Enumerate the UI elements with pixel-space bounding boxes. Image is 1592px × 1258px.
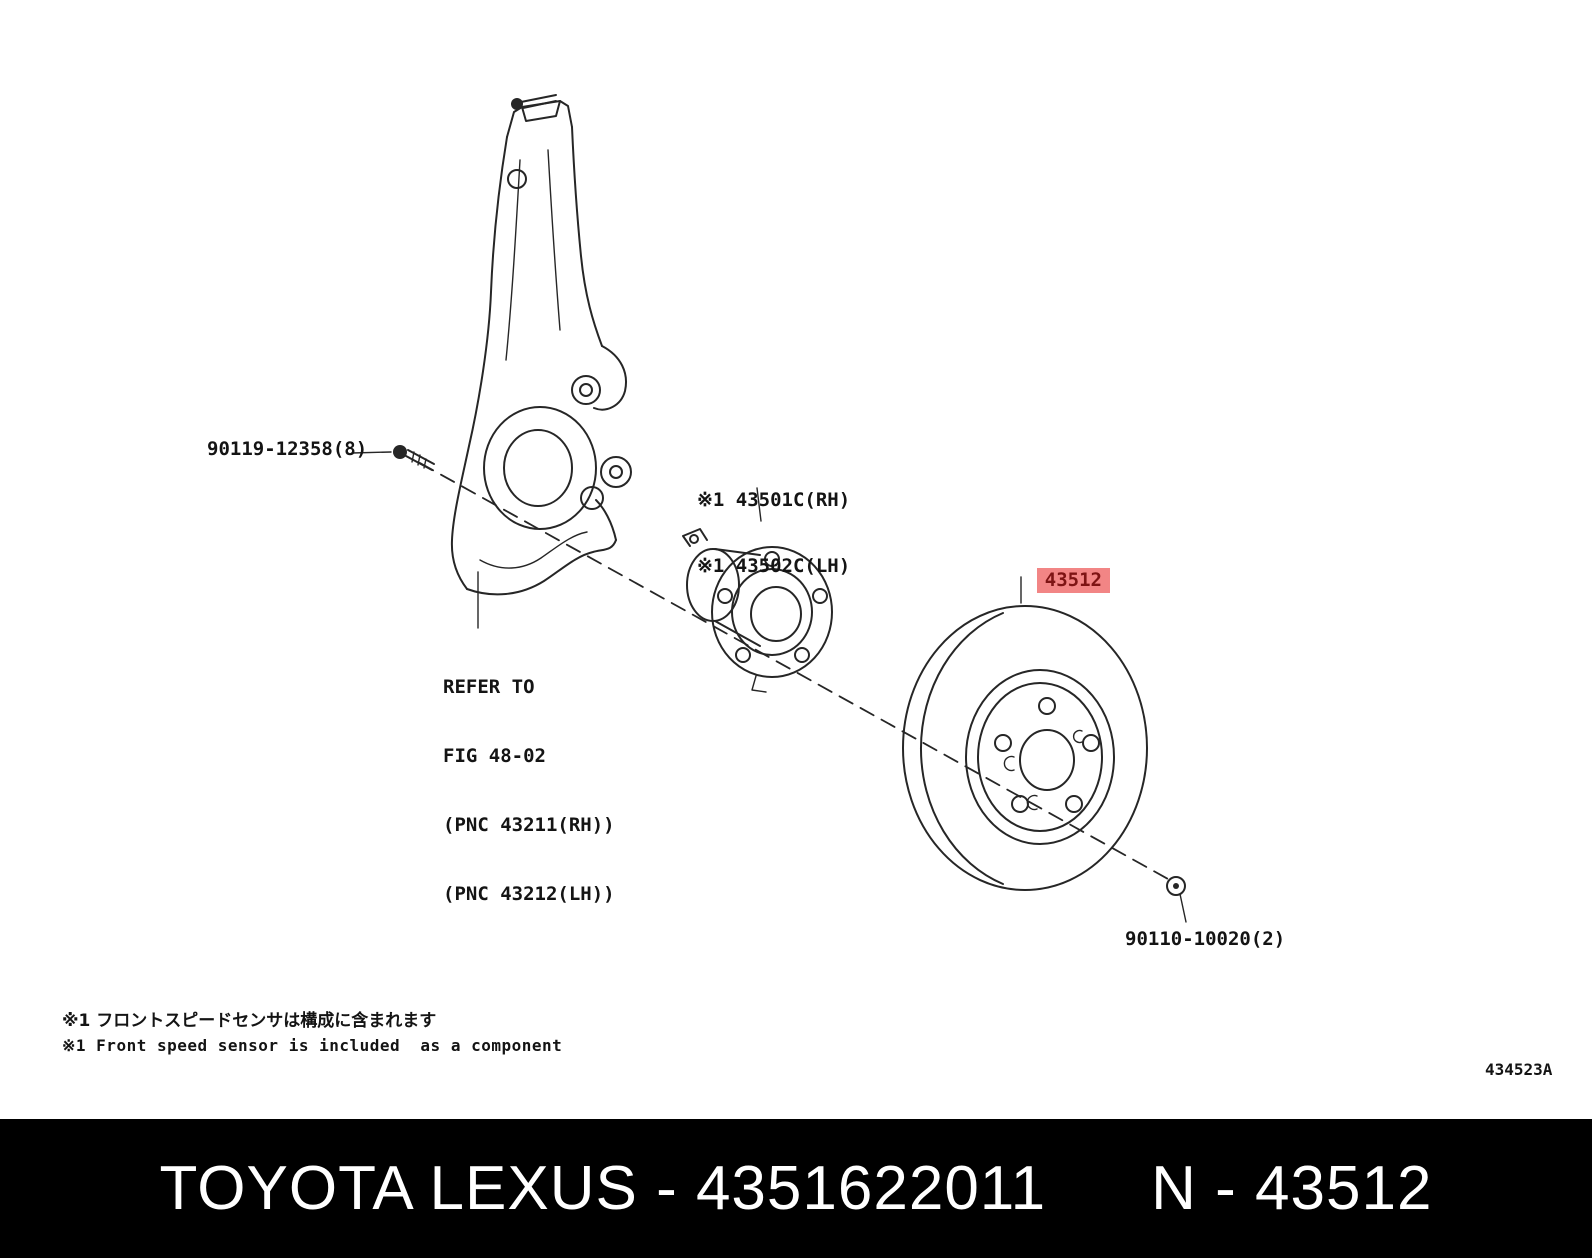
- part-number-banner: TOYOTA LEXUS - 4351622011 N - 43512: [0, 1119, 1592, 1258]
- callout-hub-rh[interactable]: ※1 43501C(RH): [697, 489, 851, 511]
- callout-bolt-right[interactable]: 90110-10020(2): [1125, 928, 1286, 950]
- callout-disc-highlighted[interactable]: 43512: [991, 546, 1110, 615]
- callout-hub[interactable]: ※1 43501C(RH) ※1 43502C(LH): [697, 445, 850, 621]
- refer-note: REFER TO FIG 48-02 (PNC 43211(RH)) (PNC …: [443, 630, 615, 952]
- banner-brand-part: TOYOTA LEXUS - 4351622011: [159, 1154, 1047, 1223]
- callout-disc-part-number[interactable]: 43512: [1036, 568, 1110, 593]
- footnote-english: ※1 Front speed sensor is included as a c…: [62, 1036, 563, 1055]
- hub-bearing-drawing: [682, 528, 833, 693]
- brake-disc-drawing: [902, 605, 1148, 891]
- refer-note-line1: REFER TO: [443, 676, 535, 698]
- parts-diagram-art: [351, 94, 1187, 923]
- banner-pnc: N - 43512: [1151, 1154, 1433, 1223]
- refer-note-line2: FIG 48-02: [443, 745, 546, 767]
- refer-note-line4: (PNC 43212(LH)): [443, 883, 615, 905]
- leader-lines: [351, 451, 1022, 629]
- refer-note-line3: (PNC 43211(RH)): [443, 814, 615, 836]
- figure-code: 434523A: [1485, 1060, 1553, 1079]
- bolt-right-icon: [1166, 876, 1187, 923]
- steering-knuckle-drawing: [450, 94, 632, 596]
- callout-hub-lh[interactable]: ※1 43502C(LH): [697, 555, 851, 577]
- bolt-left-icon: [393, 445, 435, 471]
- callout-bolt-left[interactable]: 90119-12358(8): [207, 438, 368, 460]
- footnote-japanese: ※1 フロントスピードセンサは構成に含まれます: [62, 1011, 437, 1031]
